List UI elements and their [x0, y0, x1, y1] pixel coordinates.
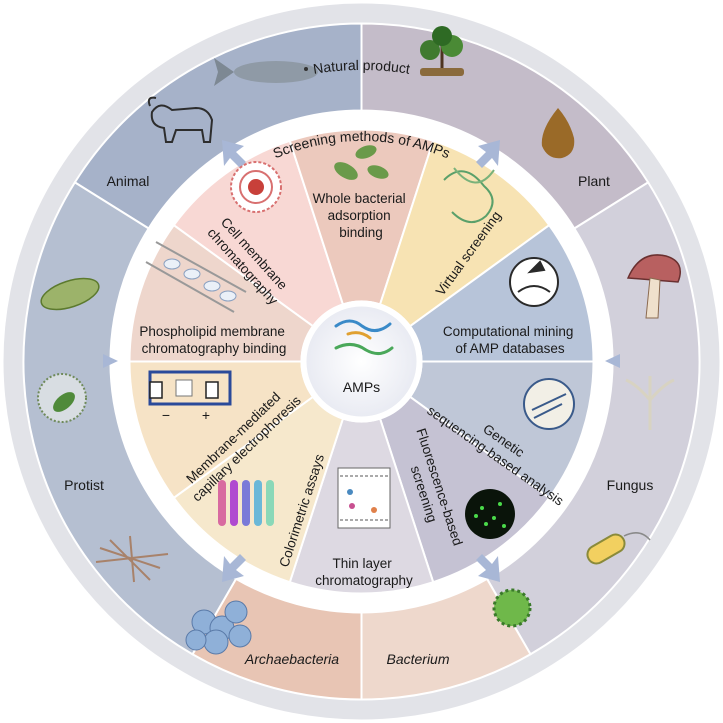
whole-bacterial-label: Whole bacterial adsorption binding	[313, 191, 410, 240]
fungus-label: Fungus	[607, 477, 654, 493]
fish-icon	[214, 58, 318, 86]
archaebacteria-label: Archaebacteria	[244, 651, 339, 667]
coral-fungus-icon	[625, 376, 675, 430]
seed-icon	[541, 108, 575, 159]
arrow-icon	[476, 140, 500, 168]
arrow-icon	[222, 554, 246, 582]
inflow-arrows	[103, 140, 620, 582]
yak-icon	[147, 96, 214, 143]
arrow-icon	[476, 554, 500, 582]
archaea-filament-icon	[95, 535, 169, 583]
arrow-icon	[605, 354, 620, 368]
center-circle	[300, 300, 423, 423]
center-label: AMPs	[343, 379, 380, 395]
protist-label: Protist	[64, 477, 104, 493]
membrane-beads-icon	[145, 241, 247, 313]
outer-title: Natural product	[312, 57, 411, 77]
paramecium-icon	[40, 277, 100, 311]
phospholipid-label: Phospholipid membrane chromatography bin…	[139, 324, 288, 356]
electrophoresis-icon	[148, 370, 232, 406]
animal-label: Animal	[107, 173, 150, 189]
test-tubes-icon	[218, 480, 274, 526]
amp-peptide-icon	[334, 319, 394, 355]
plant-label: Plant	[578, 173, 610, 189]
tlc-plate-icon	[337, 467, 391, 529]
plant-icon	[420, 26, 464, 76]
bacterium-label: Bacterium	[386, 651, 449, 667]
fluorescence-plate-icon	[465, 489, 515, 539]
archaea-cluster-icon	[185, 600, 252, 655]
mushroom-icon	[626, 254, 681, 319]
data-mining-icon	[509, 257, 559, 307]
protein-structure-icon	[443, 167, 495, 223]
electrode-minus-label: −	[162, 407, 170, 423]
bacteria-binding-icon	[334, 145, 389, 180]
thin-layer-label: Thin layer chromatography	[315, 556, 413, 588]
arrow-icon	[222, 140, 246, 168]
electrode-plus-label: +	[202, 407, 210, 423]
computational-mining-label: Computational mining of AMP databases	[443, 324, 577, 356]
cell-membrane-target-icon	[230, 161, 282, 213]
bacterium-rod-icon	[586, 532, 651, 565]
arrow-icon	[103, 354, 118, 368]
protist-cell-icon	[37, 373, 87, 423]
sequencing-icon	[523, 378, 575, 430]
spiky-bacterium-icon	[492, 588, 532, 628]
